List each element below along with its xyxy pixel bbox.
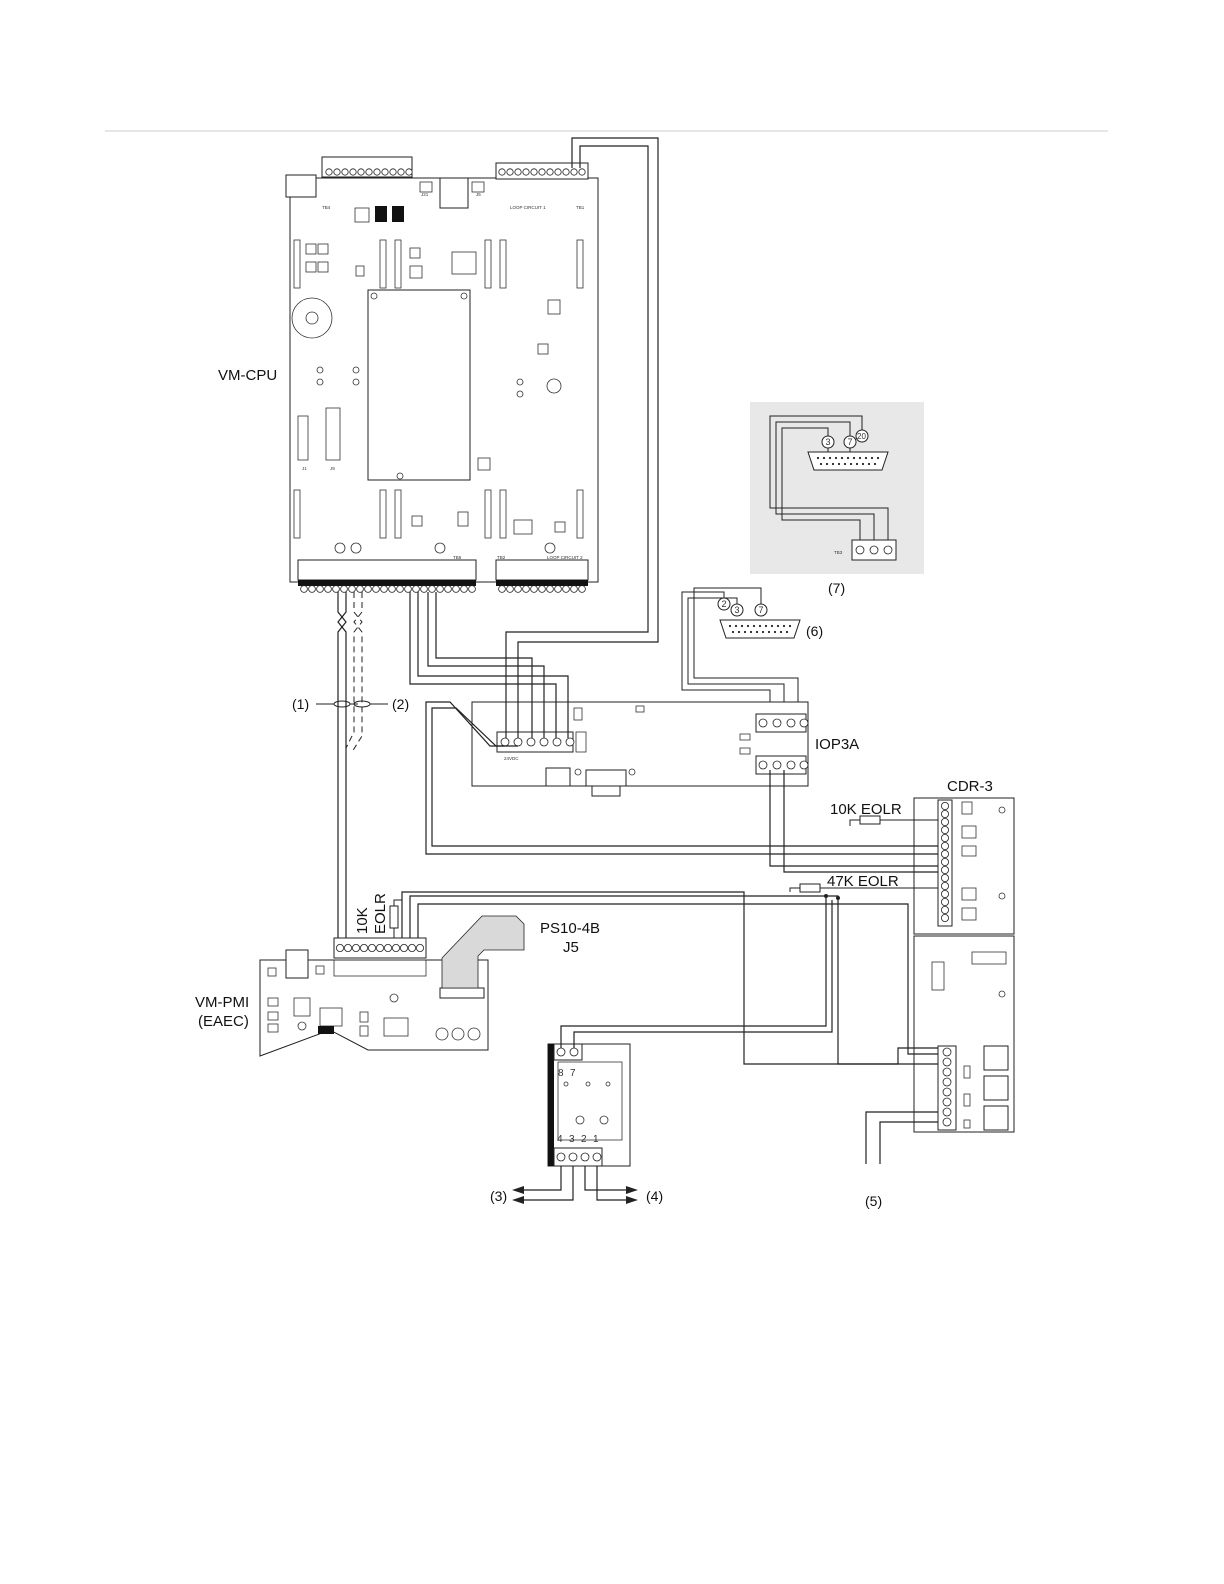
ps-terminal-2: 2: [581, 1134, 587, 1145]
cdr3-label: CDR-3: [947, 778, 993, 795]
loop-circuit-1-label: LOOP CIRCUIT 1: [510, 205, 546, 210]
vdc-label: 24VDC: [504, 756, 519, 761]
tb2-label: TB2: [497, 555, 506, 560]
vm-pmi-label: VM-PMI: [195, 994, 249, 1011]
tb4-screws: [326, 169, 412, 175]
callout-7: (7): [828, 580, 845, 596]
tb4-label: TB4: [322, 205, 331, 210]
j9-label: J9: [330, 466, 335, 471]
power-supply-module: 8 7 4 3 2 1: [548, 1044, 630, 1166]
eolr-10k-pmi-label-b: EOLR: [372, 893, 389, 934]
db25-a-pin-2: 2: [722, 599, 727, 609]
eolr-10k-pmi-label-a: 10K: [354, 907, 371, 934]
callout-5: (5): [865, 1193, 882, 1209]
callout-1: (1): [292, 696, 309, 712]
callout-3: (3): [490, 1188, 507, 1204]
ps-terminal-1: 1: [593, 1134, 599, 1145]
tb5-screws: [301, 586, 476, 593]
iop3a-board: 24VDC: [472, 702, 808, 796]
db25-a-pin-7: 7: [759, 605, 764, 615]
eolr-10k-cdr-label: 10K EOLR: [830, 801, 902, 818]
j21-label: J21: [421, 192, 429, 197]
j5-label: J5: [563, 939, 579, 956]
ps-terminal-8: 8: [558, 1068, 564, 1079]
cdr3-board: [914, 798, 1014, 1132]
db25-connector-6: 2 3 7: [718, 598, 800, 638]
vm-pmi-sublabel: (EAEC): [198, 1013, 249, 1030]
ps10-label: PS10-4B: [540, 920, 600, 937]
callout-6: (6): [806, 623, 823, 639]
db25-b-pin-20: 20: [857, 432, 866, 441]
db25-b-pin-7: 7: [848, 437, 853, 447]
eolr-47k-label: 47K EOLR: [827, 873, 899, 890]
vm-cpu-board: J1 J9 TB4 J21 J5 LOOP CIRCUIT 1 TB1 TB5 …: [286, 157, 598, 592]
inset-panel-7: 3 7 20 TB3: [750, 402, 924, 574]
tb3-label-inset: TB3: [834, 550, 843, 555]
loop-circuit-2-label: LOOP CIRCUIT 2: [547, 555, 583, 560]
iop3a-label: IOP3A: [815, 736, 859, 753]
tb1-screws: [499, 169, 585, 175]
ps-terminal-7: 7: [570, 1068, 576, 1079]
j5-cpu-label: J5: [476, 192, 481, 197]
db25-b-pin-3: 3: [826, 437, 831, 447]
tb1-label: TB1: [576, 205, 585, 210]
ps-terminal-3: 3: [569, 1134, 575, 1145]
pmi-screws: [336, 944, 423, 951]
tb5-label: TB5: [453, 555, 462, 560]
ps-terminal-4: 4: [557, 1134, 563, 1145]
cdr3-upper-screws: [941, 802, 948, 921]
callout-4: (4): [646, 1188, 663, 1204]
tb2-screws: [499, 586, 586, 593]
j1-label: J1: [302, 466, 307, 471]
db25-a-pin-3: 3: [735, 605, 740, 615]
vm-cpu-label: VM-CPU: [218, 367, 277, 384]
callout-2: (2): [392, 696, 409, 712]
